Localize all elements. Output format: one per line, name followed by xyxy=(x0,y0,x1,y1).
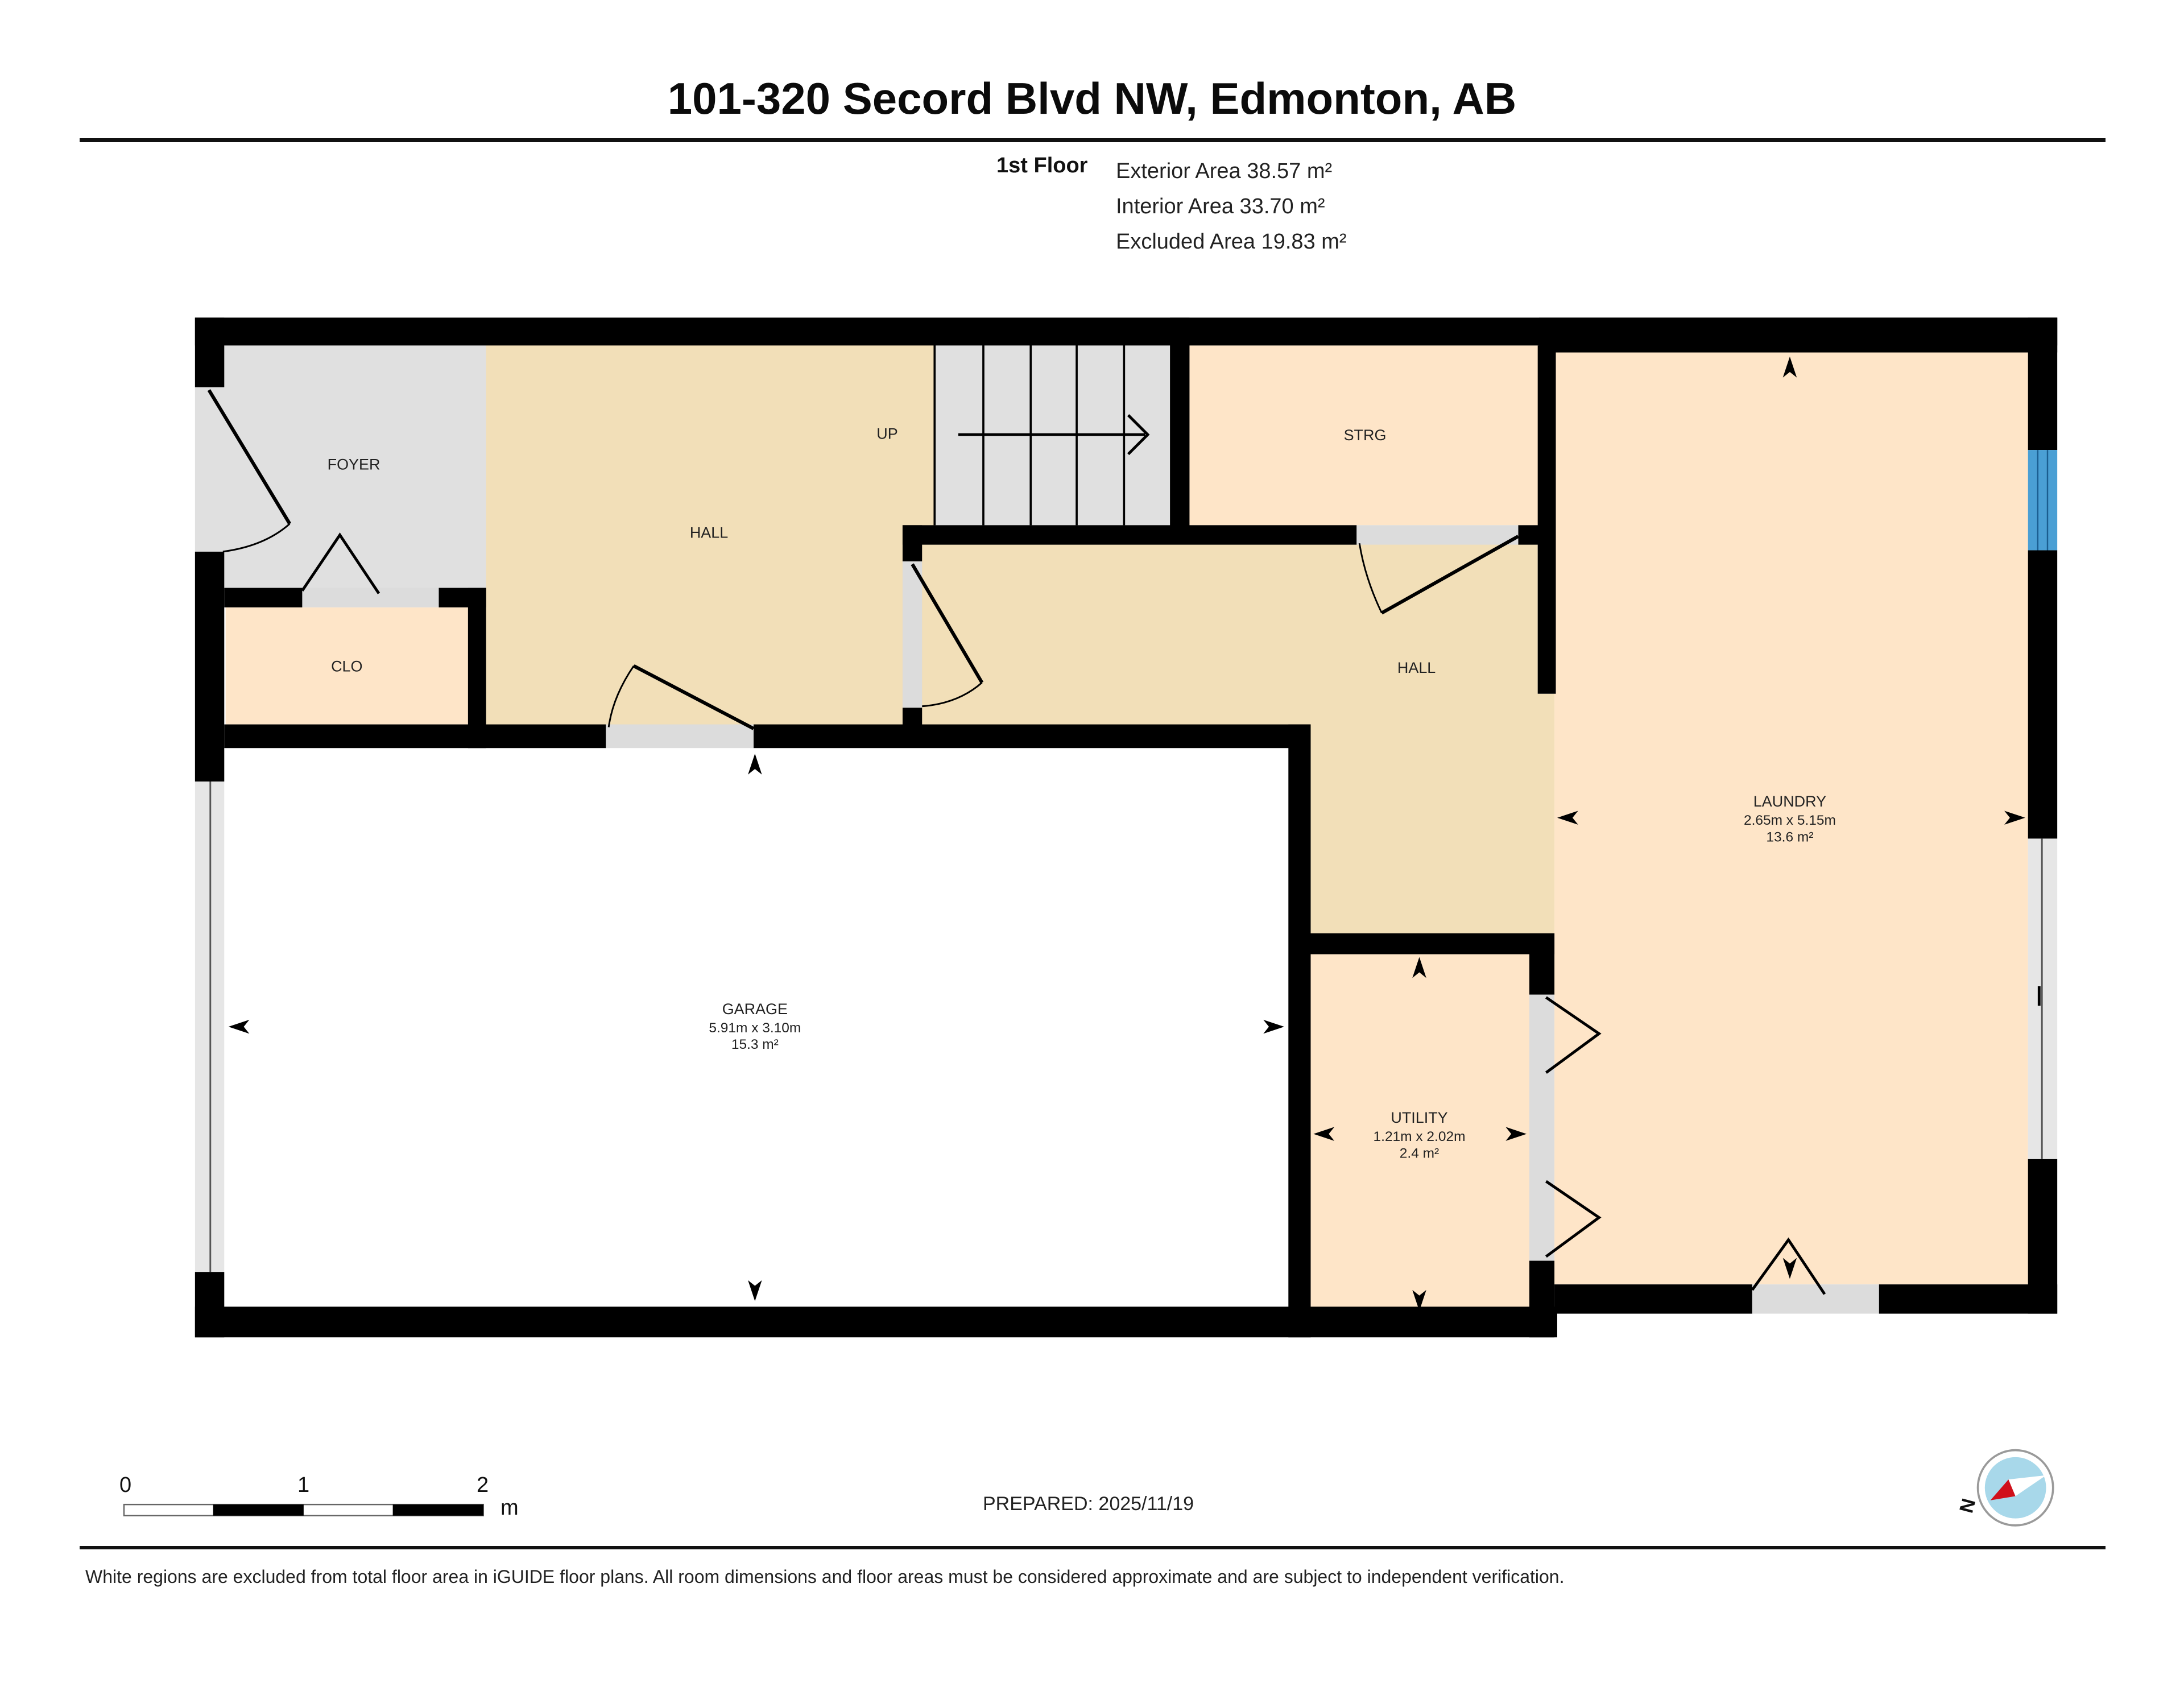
room-label-laundry: LAUNDRY xyxy=(1753,793,1826,810)
footer-divider xyxy=(80,1546,2106,1549)
room-label-clo: CLO xyxy=(331,658,362,675)
stair-direction-arrow-icon xyxy=(958,414,1150,456)
stairs-up-label: UP xyxy=(876,425,897,443)
utility-floor xyxy=(1309,953,1529,1316)
room-label-utility: UTILITY xyxy=(1391,1109,1447,1126)
room-label-garage: GARAGE xyxy=(722,1000,788,1018)
compass-icon xyxy=(1976,1449,2054,1527)
room-label-hall-right: HALL xyxy=(1397,659,1436,676)
room-label-strg: STRG xyxy=(1344,427,1387,444)
window-blue xyxy=(2028,450,2058,551)
garage-floor xyxy=(224,748,1289,1305)
room-area-garage: 15.3 m² xyxy=(731,1037,779,1052)
exterior-area: Exterior Area 38.57 m² xyxy=(1116,159,1333,183)
disclaimer: White regions are excluded from total fl… xyxy=(85,1566,1565,1587)
scale-bar xyxy=(123,1503,485,1516)
dimension-markers xyxy=(228,356,2025,1311)
scale-tick-1: 1 xyxy=(297,1473,310,1497)
room-label-foyer: FOYER xyxy=(328,456,380,473)
foyer-floor xyxy=(222,342,488,591)
room-dims-garage: 5.91m x 3.10m xyxy=(709,1020,801,1036)
walls xyxy=(195,317,2058,1338)
scale-tick-2: 2 xyxy=(477,1473,489,1497)
excluded-area: Excluded Area 19.83 m² xyxy=(1116,230,1347,254)
hall-right-floor xyxy=(920,543,1555,933)
area-summary: Exterior Area 38.57 m² Interior Area 33.… xyxy=(1116,154,1347,259)
room-label-hall-left: HALL xyxy=(690,524,728,541)
interior-area: Interior Area 33.70 m² xyxy=(1116,195,1325,218)
room-area-utility: 2.4 m² xyxy=(1400,1146,1439,1161)
scale-unit: m xyxy=(500,1496,519,1520)
strg-floor xyxy=(1188,345,1542,526)
doors xyxy=(207,389,1826,1295)
room-area-laundry: 13.6 m² xyxy=(1766,829,1813,845)
scale-tick-0: 0 xyxy=(119,1473,132,1497)
hall-left-floor xyxy=(486,342,935,726)
floor-label: 1st Floor xyxy=(996,154,1088,177)
prepared-date: PREPARED: 2025/11/19 xyxy=(983,1493,1194,1515)
page-title: 101-320 Secord Blvd NW, Edmonton, AB xyxy=(667,73,1517,123)
room-dims-laundry: 2.65m x 5.15m xyxy=(1744,813,1836,828)
laundry-floor xyxy=(1554,351,2028,1285)
header-divider xyxy=(80,138,2106,142)
clo-floor xyxy=(225,607,468,725)
room-dims-utility: 1.21m x 2.02m xyxy=(1374,1129,1466,1144)
